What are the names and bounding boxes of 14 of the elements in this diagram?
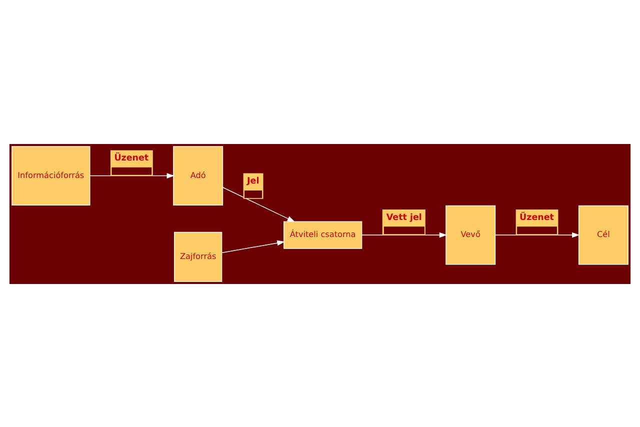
node-box: Zajforrás xyxy=(174,231,222,282)
edge-label: Üzenet xyxy=(114,153,149,164)
node-box: Cél xyxy=(578,204,628,264)
edge-label: Üzenet xyxy=(520,212,554,222)
node-box: Adó xyxy=(173,146,224,205)
arrow xyxy=(362,232,448,238)
node-box: Átviteli csatorna xyxy=(283,220,362,248)
arrow xyxy=(494,232,580,238)
node-box: Információforrás xyxy=(12,146,90,205)
edge-label: Vett jel xyxy=(386,212,422,222)
arrow xyxy=(222,240,285,253)
arrow xyxy=(222,186,296,222)
node-box: Vevő xyxy=(446,204,496,264)
edge-label: Jel xyxy=(247,176,260,186)
